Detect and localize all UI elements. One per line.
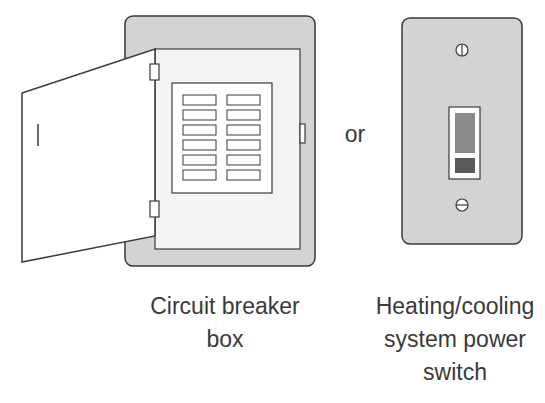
breaker-switch [183, 140, 216, 150]
caption-text: Heating/cooling system power switch [365, 290, 545, 389]
breaker-panel [155, 49, 300, 249]
breaker-switch [183, 155, 216, 165]
breaker-switch [183, 125, 216, 135]
hinge [150, 64, 159, 80]
breaker-switch [183, 95, 216, 105]
breaker-switch [227, 95, 260, 105]
breaker-block [172, 83, 272, 193]
breaker-switches [183, 95, 260, 180]
switch-plate [402, 18, 522, 244]
switch-toggle [455, 113, 475, 153]
door-handle [37, 124, 39, 146]
caption-text: Circuit breaker box [130, 290, 320, 356]
breaker-switch [227, 140, 260, 150]
breaker-switch [227, 110, 260, 120]
latch [300, 124, 305, 143]
breaker-switch [227, 125, 260, 135]
switch-toggle-base [455, 158, 475, 173]
or-text: or [330, 118, 380, 151]
breaker-switch [183, 110, 216, 120]
breaker-switch [227, 170, 260, 180]
switch-slot [449, 107, 480, 179]
breaker-switch [183, 170, 216, 180]
screw [456, 199, 468, 211]
hinge [150, 201, 159, 217]
screw [456, 44, 468, 56]
breaker-switch [227, 155, 260, 165]
breaker-door [22, 49, 155, 262]
